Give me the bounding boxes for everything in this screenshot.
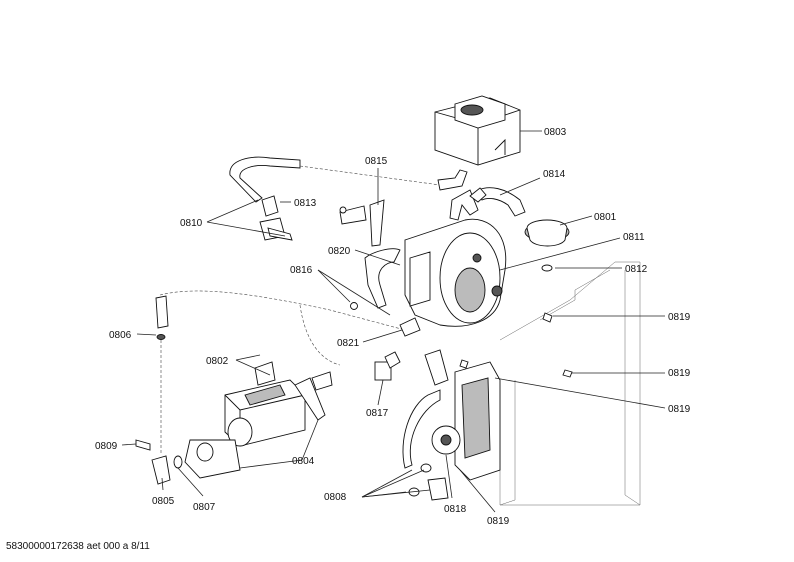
label-0818: 0818 (444, 504, 467, 515)
label-0806: 0806 (109, 330, 132, 341)
hose-connector (259, 195, 293, 241)
label-0810: 0810 (180, 218, 203, 229)
label-0802: 0802 (206, 356, 229, 367)
label-0815: 0815 (365, 156, 388, 167)
water-tank (434, 95, 521, 166)
label-0805: 0805 (152, 496, 175, 507)
screws (339, 206, 573, 378)
label-0819-top: 0819 (668, 312, 691, 323)
brew-unit-housing (404, 218, 507, 327)
housing-frame (499, 261, 641, 506)
leader-lines (121, 130, 666, 513)
label-0819-bottom: 0819 (487, 516, 510, 527)
label-0807: 0807 (193, 502, 216, 513)
label-0809: 0809 (95, 441, 118, 452)
label-0821: 0821 (337, 338, 360, 349)
water-pump (184, 361, 333, 479)
label-0811: 0811 (623, 232, 645, 243)
label-0819-mid: 0819 (668, 368, 691, 379)
label-0803: 0803 (544, 127, 567, 138)
label-0820: 0820 (328, 246, 351, 257)
relay-clip (374, 351, 401, 381)
upper-hoses (229, 156, 526, 221)
pump-fittings (135, 295, 183, 485)
label-0808: 0808 (324, 492, 347, 503)
label-0804: 0804 (292, 456, 315, 467)
valve-block (402, 349, 501, 501)
label-0801: 0801 (594, 212, 617, 223)
label-0816: 0816 (290, 265, 313, 276)
connector-0821 (399, 317, 421, 337)
label-0819-lower: 0819 (668, 404, 691, 415)
label-0814: 0814 (543, 169, 566, 180)
heater-cable (339, 199, 401, 309)
document-id: 58300000172638 aet 000 a 8/11 (6, 541, 150, 552)
pressure-sensor (524, 219, 570, 272)
label-0812: 0812 (625, 264, 648, 275)
cable-route (159, 290, 406, 366)
label-0813: 0813 (294, 198, 317, 209)
label-0817: 0817 (366, 408, 389, 419)
